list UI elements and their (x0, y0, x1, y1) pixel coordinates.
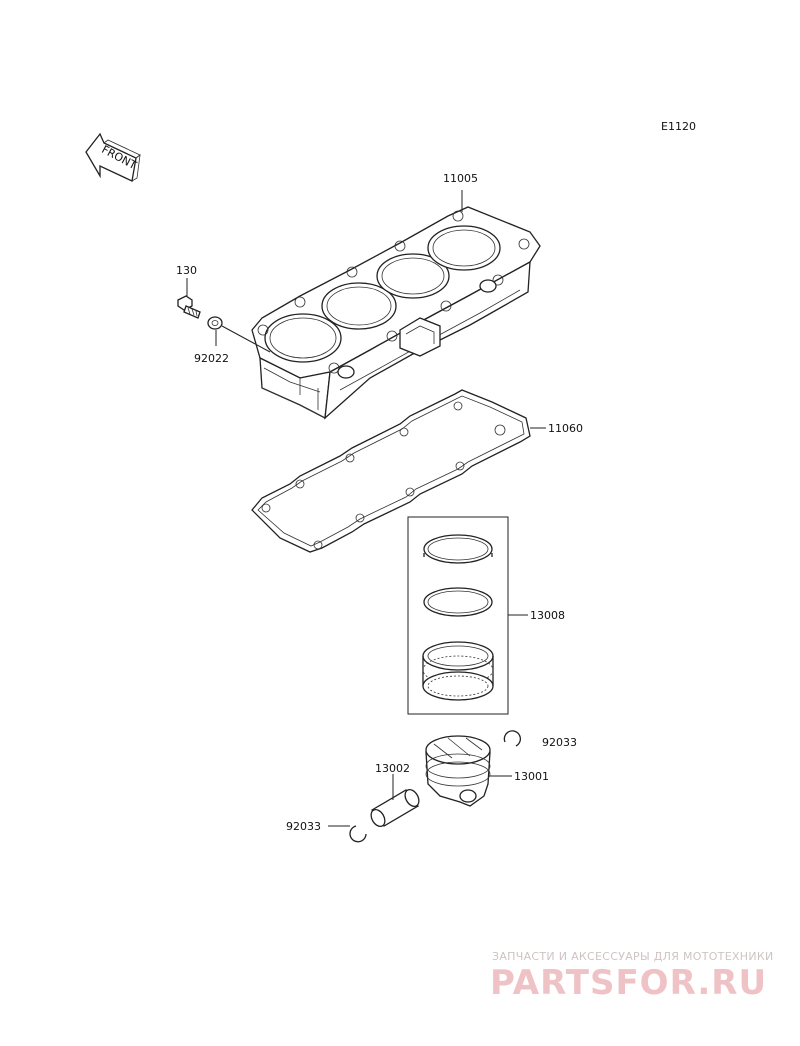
snap-ring-right (503, 730, 521, 747)
watermark-logo: PARTSFOR.RU (490, 963, 767, 1003)
label-gasket: 11060 (548, 422, 583, 435)
label-snap-ring-left: 92033 (286, 820, 321, 833)
front-arrow-icon: FRONT (85, 132, 141, 182)
piston (425, 735, 491, 807)
bolt (177, 295, 201, 319)
label-pin: 13002 (375, 762, 410, 775)
label-bolt: 130 (176, 264, 197, 277)
washer (207, 316, 223, 330)
snap-ring-left (349, 825, 367, 843)
label-cylinder: 11005 (443, 172, 478, 185)
watermark-tagline: ЗАПЧАСТИ И АКСЕССУАРЫ ДЛЯ МОТОТЕХНИКИ (492, 950, 774, 963)
label-snap-ring-right: 92033 (542, 736, 577, 749)
piston-ring-set (407, 516, 509, 715)
label-ring-set: 13008 (530, 609, 565, 622)
label-piston: 13001 (514, 770, 549, 783)
watermark: ЗАПЧАСТИ И АКСЕССУАРЫ ДЛЯ МОТОТЕХНИКИ PA… (490, 950, 774, 1003)
gasket (251, 389, 531, 553)
piston-pin (370, 788, 420, 828)
diagram-code: E1120 (661, 120, 696, 133)
cylinder-block (251, 206, 541, 420)
label-washer: 92022 (194, 352, 229, 365)
